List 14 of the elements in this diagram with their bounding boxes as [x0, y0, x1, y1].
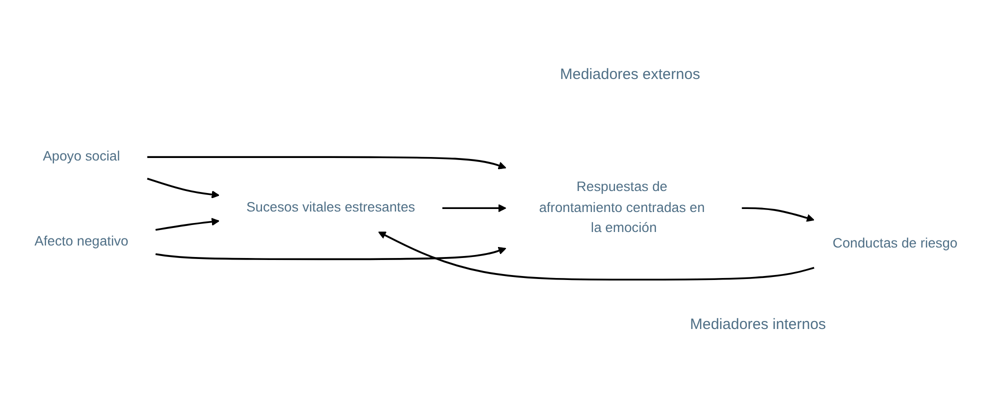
arrow: [147, 156, 506, 169]
node-text: Apoyo social: [42, 148, 120, 164]
node-text: Respuestas de afrontamiento centradas en la emoción: [539, 178, 705, 236]
node-text: Conductas de riesgo: [832, 235, 958, 250]
arrow: [146, 177, 220, 198]
note-text: Mediadores externos: [560, 66, 700, 83]
arrow: [742, 206, 814, 222]
arrow: [155, 246, 506, 260]
note-text: Mediadores internos: [690, 316, 826, 333]
node-text: Afecto negativo: [34, 233, 128, 249]
arrow: [442, 204, 506, 212]
arrow: [378, 231, 814, 280]
arrow: [155, 217, 220, 230]
node-text: Sucesos vitales estresantes: [246, 199, 416, 215]
